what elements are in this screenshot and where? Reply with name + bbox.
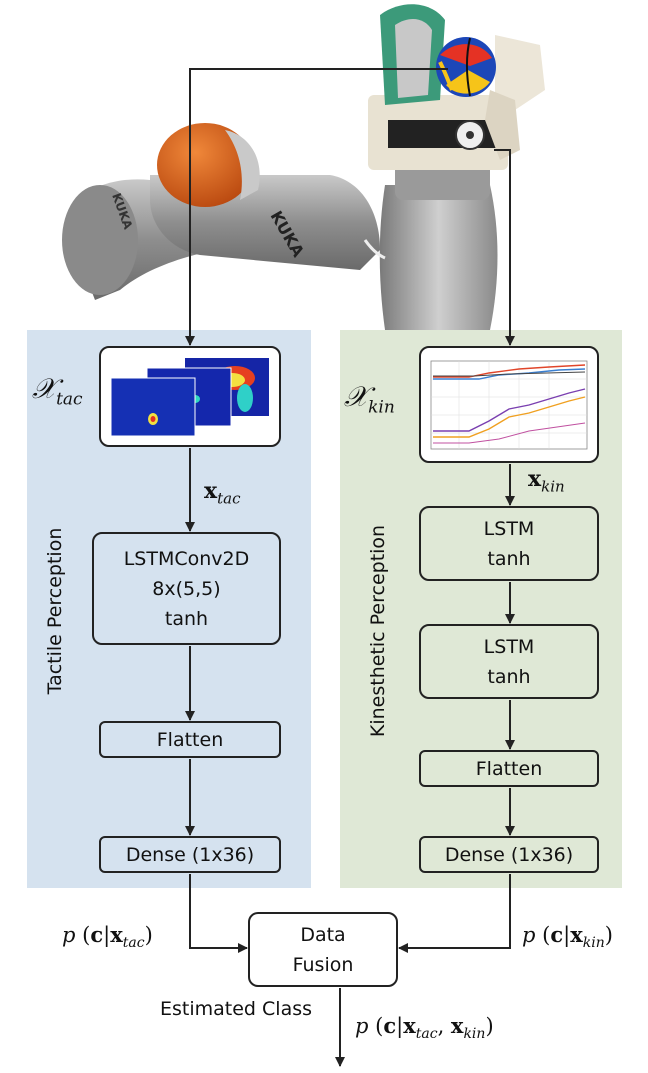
kinesthetic-input-box — [419, 346, 599, 463]
tactile-section-label: Tactile Perception — [44, 527, 66, 695]
tactile-flatten-box: Flatten — [99, 721, 281, 758]
kinesthetic-input-symbol: 𝒳kin — [344, 380, 395, 418]
kinesthetic-output-prob: p (c|xkin) — [522, 922, 613, 952]
kinesthetic-section-label: Kinesthetic Perception — [367, 524, 389, 738]
robot-photo: KUKA KUKA — [62, 4, 545, 330]
tactile-lstmconv2d-box: LSTMConv2D 8x(5,5) tanh — [92, 532, 281, 645]
tactile-output-prob: p (c|xtac) — [62, 922, 153, 952]
kinesthetic-lstm2-box: LSTM tanh — [419, 624, 599, 699]
kinesthetic-dense-box: Dense (1x36) — [419, 836, 599, 873]
estimated-class-label: Estimated Class — [160, 998, 313, 1020]
tactile-input-box — [99, 346, 281, 447]
tactile-dense-box: Dense (1x36) — [99, 836, 281, 873]
svg-text:KUKA: KUKA — [109, 191, 135, 232]
kinesthetic-lstm1-box: LSTM tanh — [419, 506, 599, 581]
kinesthetic-joint-plot — [430, 360, 588, 449]
data-fusion-box: Data Fusion — [248, 912, 398, 987]
arrow-ball-to-tactile — [185, 68, 448, 346]
kinesthetic-flatten-box: Flatten — [419, 750, 599, 787]
tactile-input-symbol: 𝒳tac — [32, 372, 83, 410]
tactile-heatmap-stack — [110, 357, 269, 436]
tactile-vector-label: xtac — [204, 478, 241, 508]
kinesthetic-vector-label: xkin — [528, 466, 565, 496]
svg-text:KUKA: KUKA — [267, 208, 309, 261]
final-output-prob: p (c|xtac, xkin) — [355, 1013, 494, 1043]
arrow-robot-to-kinesthetic — [494, 149, 515, 346]
